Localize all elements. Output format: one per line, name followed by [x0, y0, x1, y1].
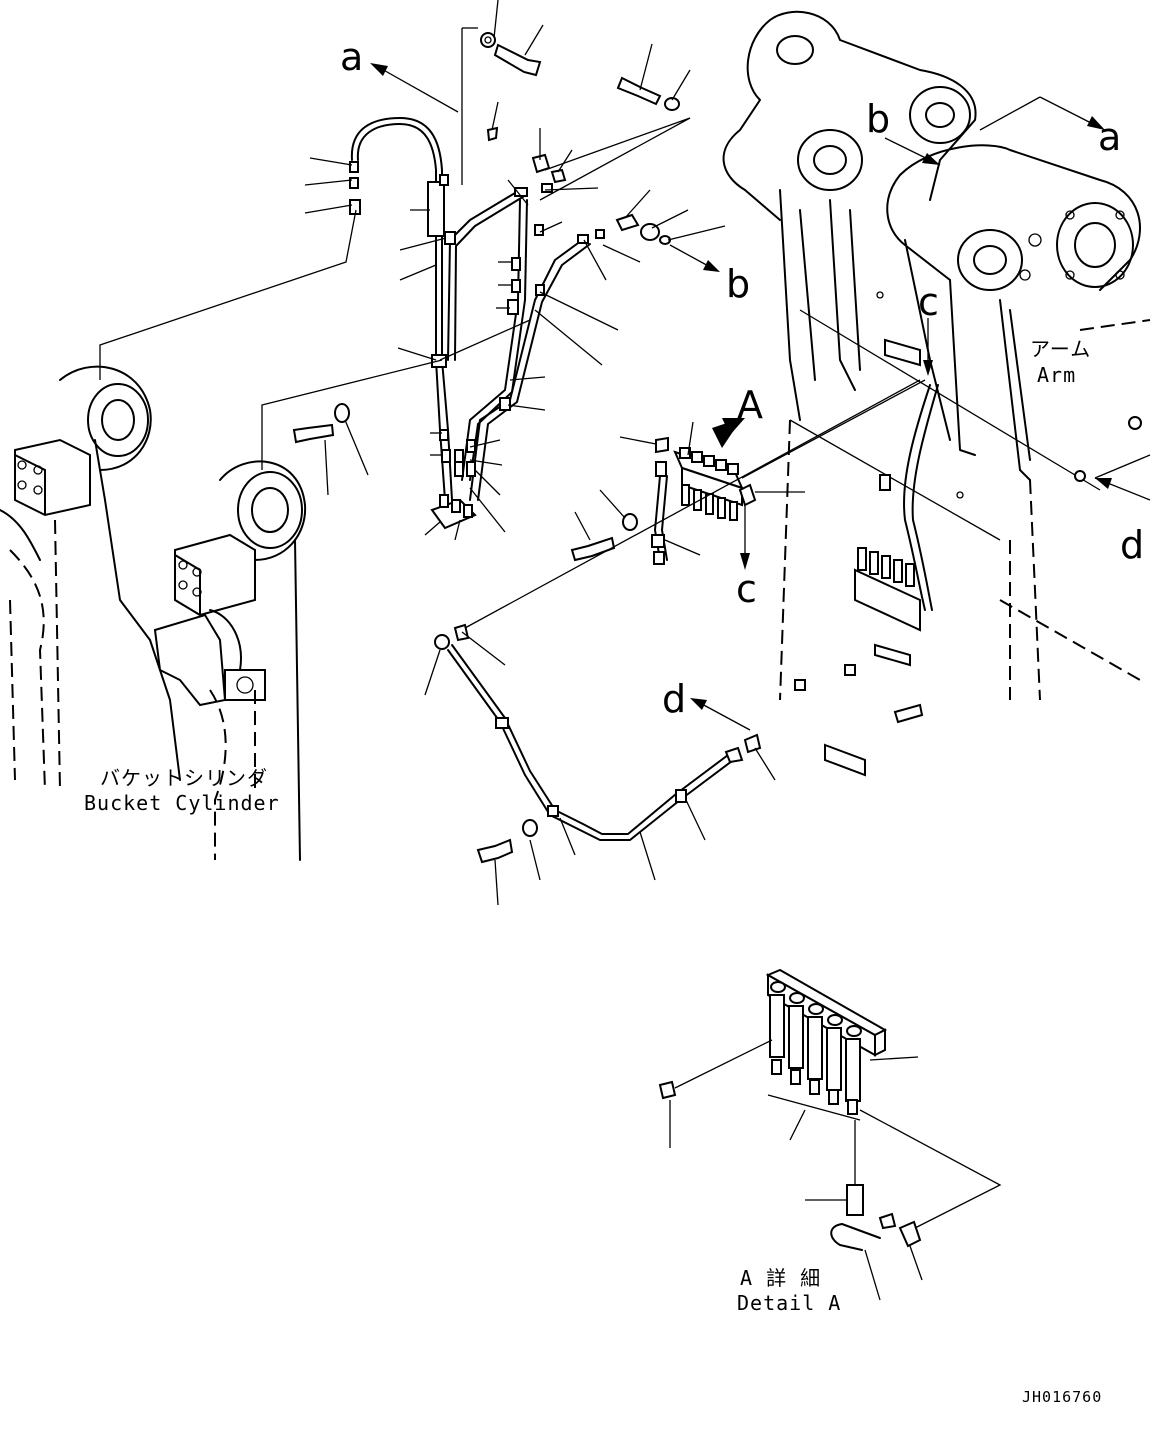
- callout-arrows: [370, 63, 1151, 731]
- callout-b-upper: b: [866, 97, 890, 141]
- drawing-code: JH016760: [1022, 1388, 1102, 1406]
- bucket-cylinder-left: [0, 365, 181, 791]
- callout-d-right: d: [1120, 523, 1144, 567]
- callout-A: A: [737, 383, 763, 427]
- arm-label-jp: アーム: [1030, 337, 1091, 361]
- callout-a-right: a: [1098, 115, 1121, 159]
- callout-c-upper: c: [918, 280, 939, 324]
- bucket-cylinder-label-en: Bucket Cylinder: [84, 791, 280, 815]
- leader-lines: [99, 0, 726, 541]
- arm-structure: [722, 10, 1151, 777]
- detail-a: [658, 968, 1002, 1301]
- bucket-cylinder-label-jp: バケットシリンダ: [100, 766, 268, 790]
- lower-pipe-assembly: [424, 379, 921, 906]
- bucket-cylinder-right: [153, 460, 307, 861]
- callout-b-lower: b: [726, 262, 750, 306]
- detail-a-label-en: Detail A: [737, 1291, 841, 1315]
- callout-a-left: a: [340, 35, 363, 79]
- center-lube-block: [570, 379, 926, 565]
- arm-grease-block: [854, 547, 921, 632]
- upper-hose-assembly: [292, 32, 680, 530]
- detail-a-label-jp: A 詳 細: [740, 1266, 821, 1290]
- arm-label-en: Arm: [1037, 363, 1076, 387]
- callout-c-lower: c: [736, 567, 757, 611]
- callout-d-left: d: [662, 677, 686, 721]
